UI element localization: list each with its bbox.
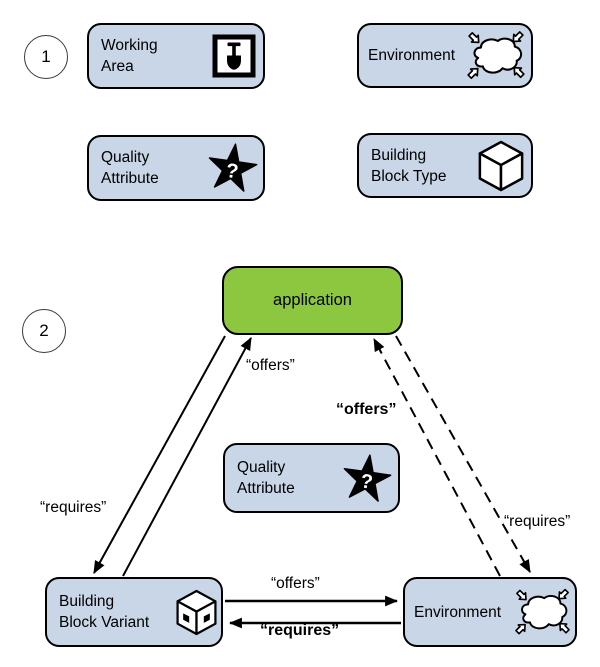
working-area-label: Working Area xyxy=(101,37,158,75)
building-block-type-label: Building Block Type xyxy=(371,146,447,185)
edge-label-requires-mid: “requires” xyxy=(260,622,340,639)
section-1-badge: 1 xyxy=(24,35,68,79)
application-label: application xyxy=(273,291,352,309)
star-question-icon xyxy=(205,139,259,197)
node-environment: Environment xyxy=(403,577,577,647)
section-2-number: 2 xyxy=(39,321,49,340)
cube-icon xyxy=(477,139,525,193)
node-building-block-variant: Building Block Variant xyxy=(45,577,223,647)
legend-quality-attribute: Quality Attribute xyxy=(87,135,265,201)
node-application: application xyxy=(222,266,403,335)
quality-attribute-label: Quality Attribute xyxy=(101,149,159,187)
legend-environment: Environment xyxy=(357,23,533,88)
edge-application-requires-bbv xyxy=(93,335,226,574)
edge-label-offers-mid: “offers” xyxy=(271,575,320,592)
edge-label-requires-left: “requires” xyxy=(40,499,107,516)
quality-attribute-label: Quality Attribute xyxy=(237,459,295,497)
edge-label-offers-right: “offers” xyxy=(336,401,397,418)
building-block-variant-label: Building Block Variant xyxy=(59,593,150,631)
legend-building-block-type: Building Block Type xyxy=(357,133,533,198)
environment-arrows-icon xyxy=(464,28,528,84)
edge-label-offers-left: “offers” xyxy=(246,357,295,374)
node-quality-attribute: Quality Attribute xyxy=(223,443,400,513)
edge-label-requires-right: “requires” xyxy=(504,513,571,530)
edge-application-requires-environment xyxy=(395,335,531,573)
environment-label: Environment xyxy=(414,603,502,621)
environment-arrows-icon xyxy=(512,586,573,639)
environment-label: Environment xyxy=(368,47,456,64)
section-1-number: 1 xyxy=(41,47,51,66)
legend-working-area: Working Area xyxy=(87,23,265,89)
star-question-icon xyxy=(340,450,393,507)
cube-variant-icon xyxy=(175,586,218,639)
shovel-icon xyxy=(212,34,256,78)
section-2-badge: 2 xyxy=(22,309,66,353)
